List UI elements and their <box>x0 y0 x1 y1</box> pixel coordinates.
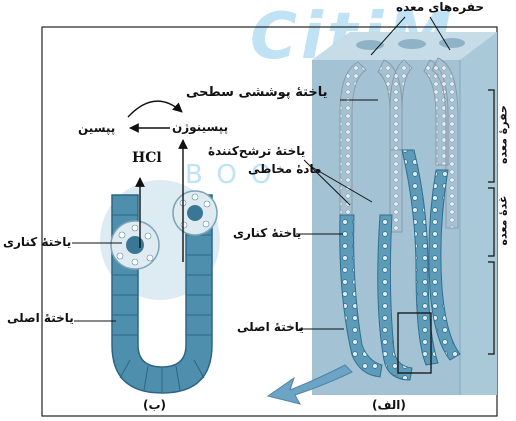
label-chief-cell-right: یاختهٔ اصلی <box>237 320 304 334</box>
label-gastric-pit-side: حفرهٔ معده <box>497 100 510 170</box>
label-surface-epithelial-cell: یاختهٔ پوششی سطحی <box>186 85 328 100</box>
gland-cross-section <box>100 180 220 393</box>
label-mucus-cell-line2: مادهٔ مخاطی <box>248 162 321 176</box>
label-hcl: HCl <box>132 150 162 166</box>
label-panel-b: (ب) <box>143 398 166 412</box>
label-gastric-gland-side: غدهٔ معده <box>497 188 510 254</box>
label-panel-a: (الف) <box>372 398 406 412</box>
label-gastric-pits: حفره‌های معده <box>396 0 484 14</box>
label-pepsinogen: پپسینوژن <box>172 120 228 134</box>
label-pepsin: پپسین <box>78 121 115 135</box>
label-parietal-cell-left: یاختهٔ کناری <box>3 235 71 249</box>
label-chief-cell-left: یاختهٔ اصلی <box>7 311 74 325</box>
label-parietal-cell-right: یاختهٔ کناری <box>233 226 301 240</box>
label-mucus-cell-line1: یاختهٔ ترشح‌کنندهٔ <box>208 144 305 158</box>
